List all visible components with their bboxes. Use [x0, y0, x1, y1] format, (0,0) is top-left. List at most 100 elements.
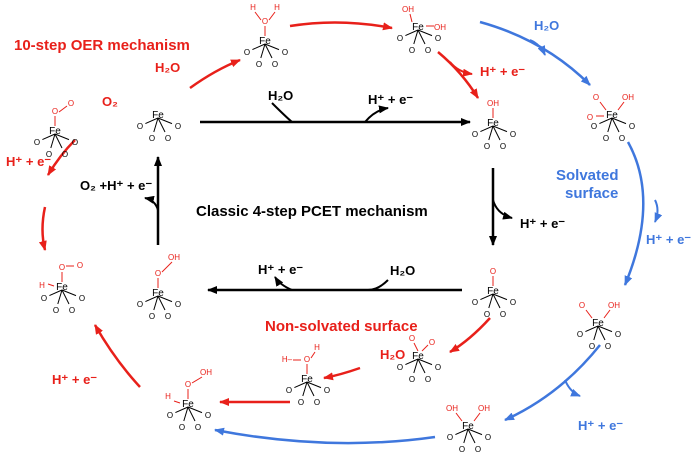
bond — [417, 358, 433, 366]
bond — [488, 293, 494, 309]
bond — [264, 43, 280, 51]
bond — [611, 117, 627, 125]
ligand: O — [490, 267, 496, 276]
nonsolvated-title: Non-solvated surface — [265, 318, 418, 335]
bond — [599, 101, 607, 111]
bond — [173, 400, 181, 404]
o-atom: O — [205, 411, 211, 420]
ligand: OH — [168, 253, 180, 262]
bond — [49, 289, 63, 297]
bond — [50, 133, 56, 149]
bond — [603, 309, 611, 319]
bond — [145, 295, 159, 303]
ligand: O — [587, 113, 593, 122]
bond — [61, 289, 70, 305]
ligand: O — [59, 263, 65, 272]
o-atom: O — [244, 48, 250, 57]
blue-pcet-c — [564, 379, 581, 397]
pcet-curve-right — [492, 199, 513, 220]
bond — [264, 43, 273, 59]
bond — [585, 309, 593, 319]
bond — [306, 381, 322, 389]
bond — [187, 406, 196, 422]
label-pcet-black-bottom: H⁺ + e⁻ — [258, 262, 303, 277]
fe-atom: Fe — [592, 318, 604, 329]
o-atom: O — [409, 46, 415, 55]
o-atom: O — [619, 134, 625, 143]
o-atom: O — [510, 130, 516, 139]
ligand: OH — [402, 5, 414, 14]
ligand: OH — [487, 99, 499, 108]
bond — [302, 381, 308, 397]
bond — [492, 293, 501, 309]
o2-curve-left — [144, 195, 159, 211]
bond — [585, 325, 599, 333]
red-arrow-f — [449, 317, 491, 354]
o-atom: O — [175, 300, 181, 309]
label-pcet-red-bottom: H⁺ + e⁻ — [52, 372, 97, 387]
o-atom: O — [629, 122, 635, 131]
ligand: O — [68, 99, 74, 108]
ligand: O — [304, 355, 310, 364]
bond — [54, 133, 63, 149]
o-atom: O — [69, 306, 75, 315]
label-water-blue: H₂O — [534, 18, 559, 33]
bond — [463, 428, 469, 444]
ligand: H — [39, 281, 45, 290]
red-arrow-d — [46, 139, 76, 176]
ligand: O — [579, 301, 585, 310]
bond — [153, 295, 159, 311]
pcet-curve-bottom — [274, 276, 293, 291]
label-pcet-red-left: H⁺ + e⁻ — [6, 154, 51, 169]
o-atom: O — [500, 142, 506, 151]
o-atom: O — [615, 330, 621, 339]
fe-atom: Fe — [152, 110, 164, 121]
ligand: O — [429, 338, 435, 347]
o-atom: O — [472, 130, 478, 139]
blue-arrow-c — [504, 344, 601, 422]
o-atom: O — [34, 138, 40, 147]
bond — [405, 29, 419, 37]
bond — [157, 117, 173, 125]
ligand: H — [165, 392, 171, 401]
o-atom: O — [485, 433, 491, 442]
o-atom: O — [165, 312, 171, 321]
o-atom: O — [137, 122, 143, 131]
o-atom: O — [589, 342, 595, 351]
o-atom: O — [324, 386, 330, 395]
o-atom: O — [425, 375, 431, 384]
bond — [58, 105, 68, 113]
oer-title: 10-step OER mechanism — [14, 37, 190, 54]
bond — [413, 358, 419, 374]
o-atom: O — [282, 48, 288, 57]
o-atom: O — [298, 398, 304, 407]
o-atom: O — [500, 310, 506, 319]
label-water-black-top: H₂O — [268, 88, 293, 103]
fe-atom: Fe — [487, 286, 499, 297]
o-atom: O — [62, 150, 68, 159]
bond — [413, 29, 419, 45]
bond — [157, 295, 173, 303]
bond — [473, 412, 481, 422]
ligand: O — [185, 380, 191, 389]
bond — [599, 117, 613, 125]
o-atom: O — [46, 150, 52, 159]
label-pcet-blue-right: H⁺ + e⁻ — [646, 232, 691, 247]
o-atom: O — [435, 34, 441, 43]
o-atom: O — [167, 411, 173, 420]
ligand: O — [409, 334, 415, 343]
bond — [254, 11, 262, 21]
bond — [421, 344, 429, 352]
bond — [488, 125, 494, 141]
water-curve-top — [271, 102, 293, 123]
red-arrow-i — [93, 324, 141, 388]
o-atom: O — [591, 122, 597, 131]
